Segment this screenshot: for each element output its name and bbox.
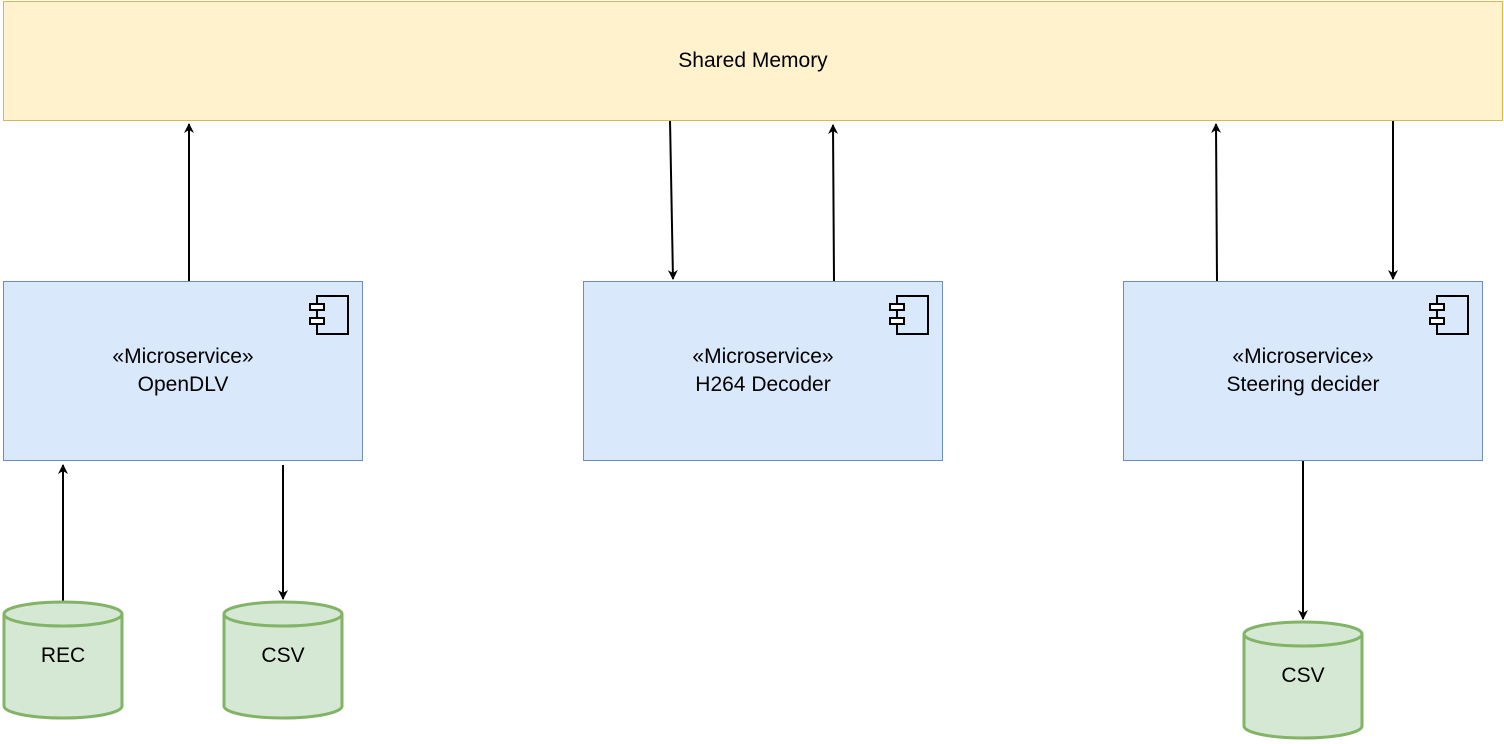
service-h264-decoder: «Microservice» H264 Decoder <box>583 281 943 461</box>
shared-memory-label: Shared Memory <box>678 49 828 72</box>
shared-memory-block: Shared Memory <box>3 1 1503 121</box>
storage-label: CSV <box>1281 664 1325 687</box>
component-icon <box>309 295 349 335</box>
service-name: Steering decider <box>1226 373 1380 396</box>
service-name: OpenDLV <box>137 373 229 396</box>
arrow-steering-decider-to-shared-memory <box>1211 123 1222 282</box>
component-icon <box>1429 295 1469 335</box>
storage-csv-opendlv: CSV <box>222 600 344 722</box>
service-opendlv: «Microservice» OpenDLV <box>3 281 363 461</box>
storage-label: CSV <box>261 644 305 667</box>
database-icon <box>1242 620 1364 740</box>
arrow-h264-decoder-to-shared-memory <box>828 124 839 282</box>
service-stereotype: «Microservice» <box>692 345 834 368</box>
component-icon <box>889 295 929 335</box>
storage-label: REC <box>40 644 86 667</box>
service-name: H264 Decoder <box>695 373 831 396</box>
service-steering-decider: «Microservice» Steering decider <box>1123 281 1483 461</box>
arrow-shared-memory-to-h264-decoder <box>667 119 678 280</box>
database-icon <box>222 600 344 720</box>
service-stereotype: «Microservice» <box>112 345 254 368</box>
service-stereotype: «Microservice» <box>1232 345 1374 368</box>
database-icon <box>2 600 124 720</box>
storage-rec: REC <box>2 600 124 722</box>
storage-csv-steering: CSV <box>1242 620 1364 742</box>
